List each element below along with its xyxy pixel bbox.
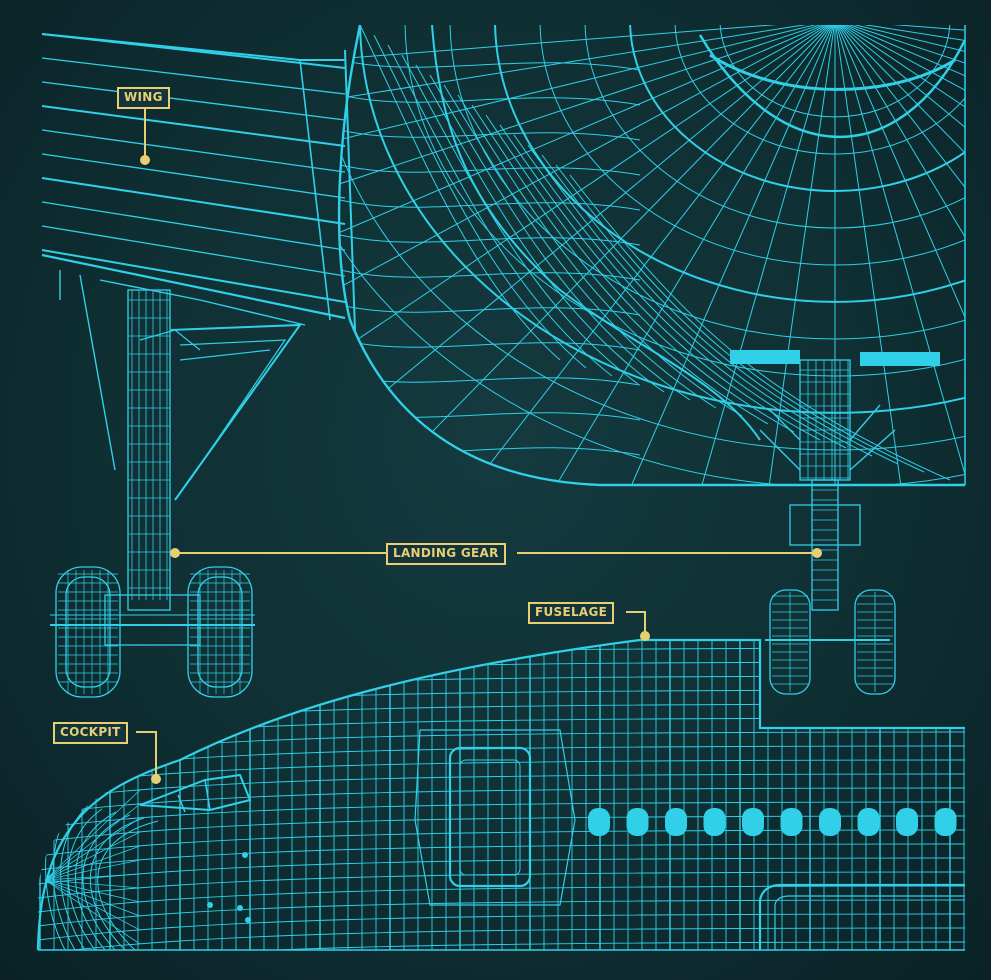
cabin-window bbox=[703, 808, 726, 836]
wing-leader-dot bbox=[140, 155, 150, 165]
main-landing-gear-drawing bbox=[50, 289, 302, 698]
cabin-window bbox=[857, 808, 880, 836]
landing-gear-dot-right bbox=[812, 548, 822, 558]
cabin-window bbox=[819, 808, 841, 836]
nose-landing-gear-drawing bbox=[759, 359, 896, 695]
cabin-window bbox=[588, 808, 610, 836]
fuselage-leader-dot bbox=[640, 631, 650, 641]
wing-drawing bbox=[41, 33, 356, 471]
cabin-window bbox=[665, 808, 687, 836]
cabin-window bbox=[742, 808, 764, 836]
cabin-window bbox=[780, 808, 803, 836]
cockpit-leader-dot bbox=[151, 774, 161, 784]
landing-gear-dot-left bbox=[170, 548, 180, 558]
cabin-window bbox=[934, 808, 957, 836]
cabin-window bbox=[896, 808, 918, 836]
cockpit-label: COCKPIT bbox=[53, 722, 128, 744]
landing-gear-label: LANDING GEAR bbox=[386, 543, 506, 565]
fuselage-label: FUSELAGE bbox=[528, 602, 615, 624]
leader-lines bbox=[136, 106, 822, 784]
wing-label: WING bbox=[117, 87, 170, 109]
cabin-window bbox=[626, 808, 649, 836]
cockpit-leader-line bbox=[136, 731, 157, 778]
fuselage-drawing bbox=[36, 638, 965, 951]
engine-nacelle-drawing bbox=[337, 24, 967, 487]
fuselage-leader-line bbox=[626, 611, 646, 635]
